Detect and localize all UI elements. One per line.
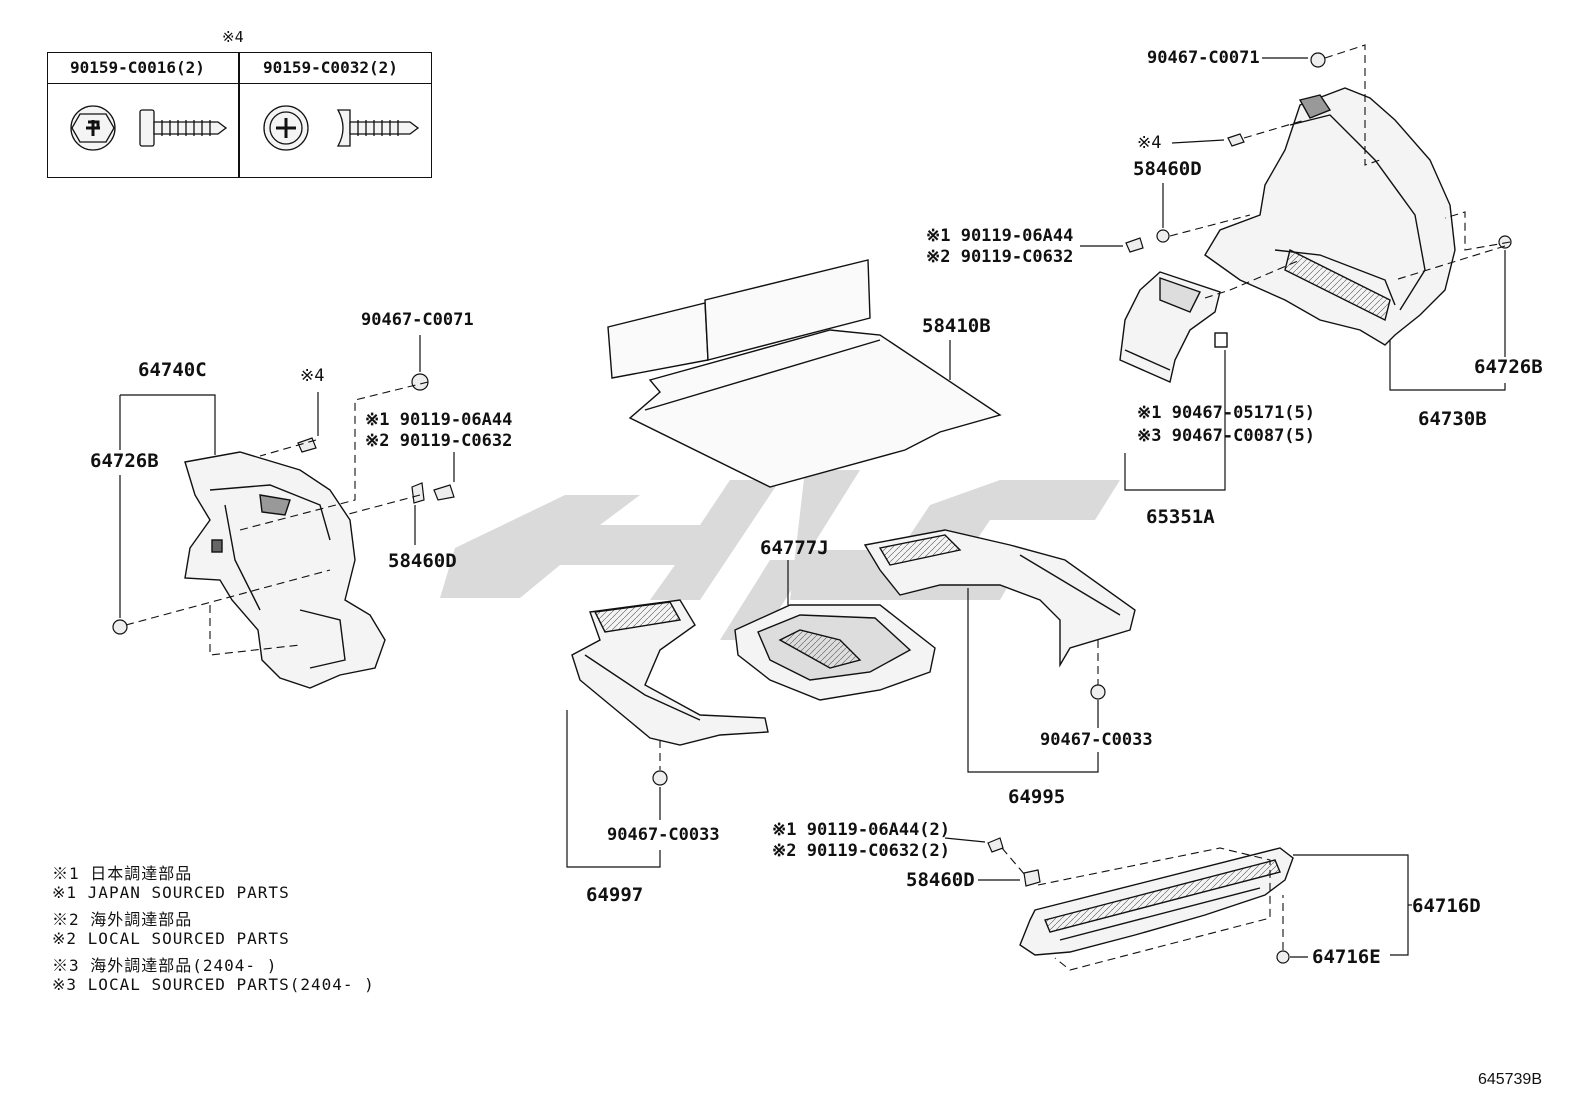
- note-3-jp: ※3 海外調達部品(2404- ): [52, 956, 278, 975]
- note-3-en: ※3 LOCAL SOURCED PARTS(2404- ): [52, 975, 375, 994]
- label-64995: 64995: [1008, 786, 1066, 808]
- label-64997: 64997: [586, 884, 644, 906]
- quarter-trim-right-64730b: [1204, 87, 1456, 346]
- label-mark4-right: ※4: [1137, 133, 1162, 153]
- label-64777j: 64777J: [760, 537, 829, 559]
- quarter-trim-left-64740c: [184, 451, 386, 689]
- label-58460d-bottom: 58460D: [906, 869, 975, 891]
- label-90467-c0071-left: 90467-C0071: [361, 310, 474, 330]
- label-64726b-right: 64726B: [1474, 356, 1543, 378]
- inset-left-part-label: 90159-C0016(2): [70, 58, 205, 77]
- label-90119-c0632-left: ※2 90119-C0632: [365, 431, 513, 451]
- label-90119-c0632-2: ※2 90119-C0632(2): [772, 841, 951, 861]
- floor-64995: [863, 529, 1136, 668]
- label-90119-06a44-left: ※1 90119-06A44: [365, 410, 513, 430]
- note-2-jp: ※2 海外調達部品: [52, 910, 193, 929]
- figure-code: 645739B: [1477, 1071, 1542, 1088]
- label-65351a: 65351A: [1146, 506, 1215, 528]
- fasteners: [112, 52, 1512, 964]
- label-90467-05171: ※1 90467-05171(5): [1137, 403, 1316, 423]
- label-64726b-left: 64726B: [90, 450, 159, 472]
- label-90467-c0033-left: 90467-C0033: [607, 825, 720, 845]
- screw-thread-icon-2: [349, 121, 420, 135]
- dashed-lines: [125, 44, 1511, 971]
- label-58410b: 58410B: [922, 315, 991, 337]
- label-90119-06a44-2: ※1 90119-06A44(2): [772, 820, 951, 840]
- inset-header-row: [48, 53, 431, 84]
- label-64716d: 64716D: [1412, 895, 1481, 917]
- inset-divider: [238, 53, 240, 177]
- label-90467-c0071-top: 90467-C0071: [1147, 48, 1260, 68]
- screw-thread-icon: [153, 121, 228, 135]
- inset-mark: ※4: [222, 28, 244, 46]
- label-90467-c0087: ※3 90467-C0087(5): [1137, 426, 1316, 446]
- label-90467-c0033-right: 90467-C0033: [1040, 730, 1153, 750]
- inset-right-part-label: 90159-C0032(2): [263, 58, 398, 77]
- label-58460d-right: 58460D: [1133, 158, 1202, 180]
- note-2-en: ※2 LOCAL SOURCED PARTS: [52, 929, 290, 948]
- label-90119-c0632-right: ※2 90119-C0632: [926, 247, 1074, 267]
- label-64716e: 64716E: [1312, 946, 1381, 968]
- inset-screw-drawings: [70, 105, 420, 151]
- sill-plate-64716d: [1019, 847, 1294, 956]
- duct-65351a: [1119, 271, 1228, 383]
- tray-64777j: [734, 604, 936, 701]
- label-90119-06a44-right: ※1 90119-06A44: [926, 226, 1074, 246]
- fastener-inset-table: 90159-C0016(2) 90159-C0032(2): [47, 52, 432, 178]
- note-1-en: ※1 JAPAN SOURCED PARTS: [52, 883, 290, 902]
- label-mark4-left: ※4: [300, 366, 325, 386]
- label-58460d-left: 58460D: [388, 550, 457, 572]
- label-64730b: 64730B: [1418, 408, 1487, 430]
- leader-lines: [119, 57, 1506, 958]
- luggage-mat-58410b: [607, 259, 1002, 488]
- label-64740c: 64740C: [138, 359, 207, 381]
- note-1-jp: ※1 日本調達部品: [52, 864, 193, 883]
- floor-64997: [571, 599, 769, 746]
